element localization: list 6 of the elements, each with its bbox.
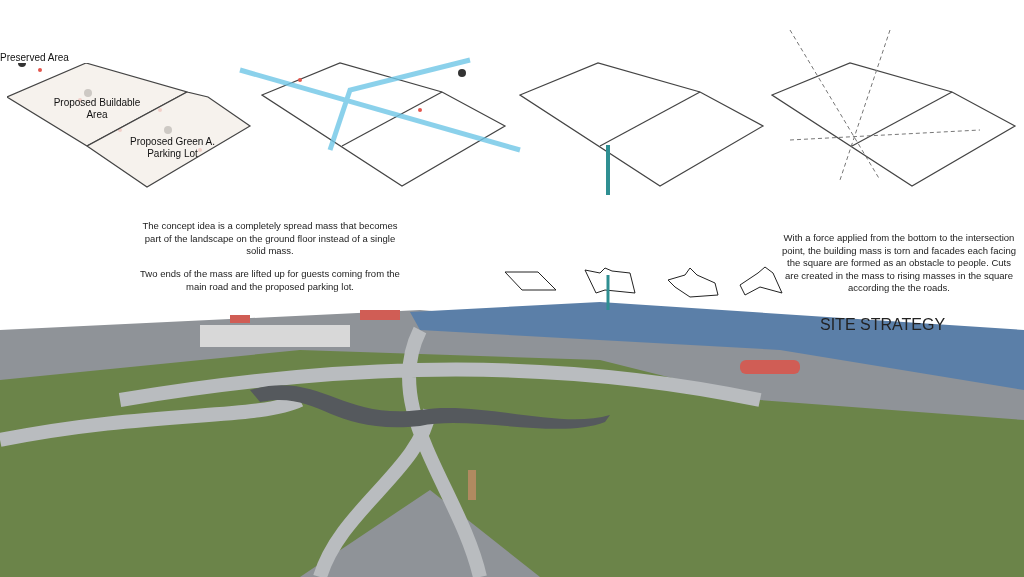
concept-paragraph: The concept idea is a completely spread mass that becomes part of the landscape on the ground floor instead of a single solid mass. [141, 220, 399, 258]
strategy-paragraph: With a force applied from the bottom to the intersection point, the building mass is torn and facades each facing the square are formed as an obstacle to people. Cuts are created in the mass to rising masses in the square according the the roads. [781, 232, 1017, 295]
area-label: Proposed Buildable Area [52, 97, 142, 121]
area-label: Proposed Green A. Parking Lot [128, 136, 217, 160]
concept-paragraph: Two ends of the mass are lifted up for guests coming from the main road and the proposed parking lot. [139, 268, 401, 293]
diagram-title: SITE STRATEGY [820, 316, 946, 334]
